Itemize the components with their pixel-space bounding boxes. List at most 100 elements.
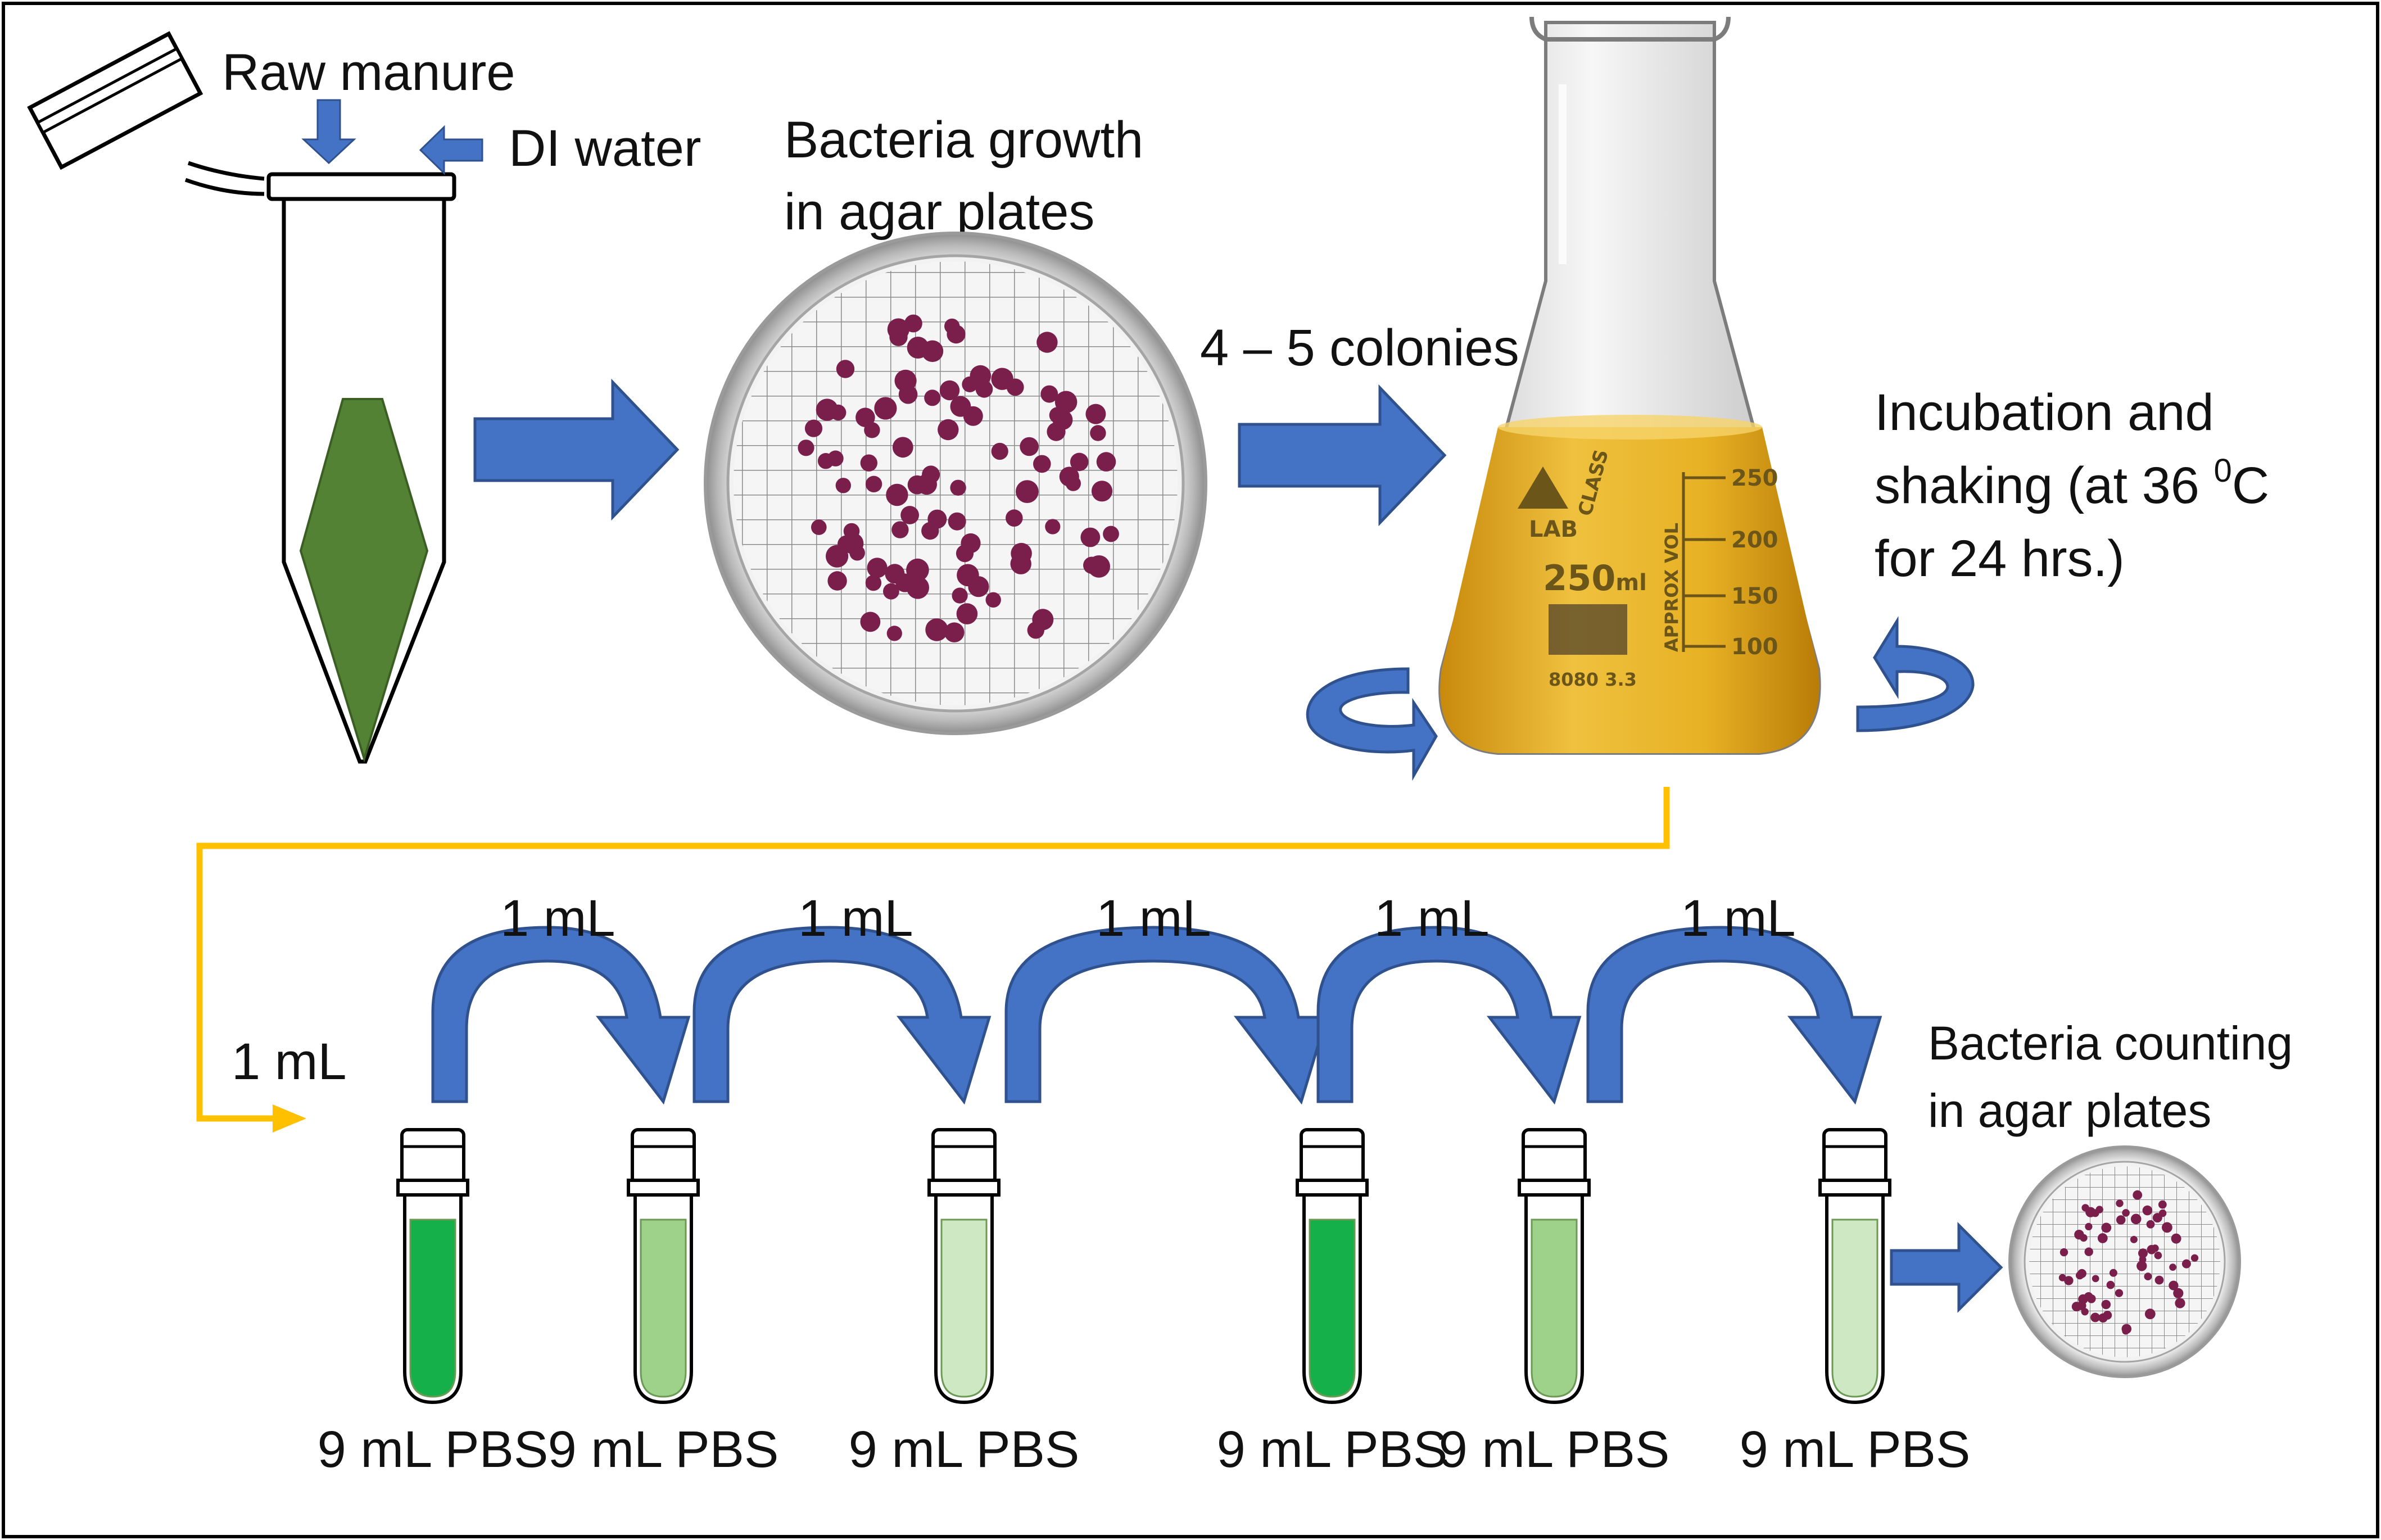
test-tube: 9 mL PBS: [318, 1128, 548, 1478]
colony: [2074, 1230, 2084, 1240]
colony: [891, 521, 909, 538]
transfer-arrow: 1 mL: [1004, 890, 1329, 1105]
colony: [2091, 1209, 2099, 1217]
colony: [892, 437, 913, 458]
colony: [2084, 1247, 2093, 1256]
colony: [991, 368, 1013, 390]
colony: [835, 478, 852, 493]
colony: [855, 407, 875, 427]
colony: [2106, 1280, 2115, 1289]
flask-graduations: 250 200 150 100: [1683, 465, 1778, 660]
colony: [2077, 1269, 2086, 1278]
colony: [1032, 609, 1054, 631]
colony: [1054, 391, 1078, 414]
colony: [2154, 1251, 2162, 1260]
colony: [900, 506, 919, 524]
graduation-label: 250: [1731, 465, 1778, 491]
tube-label: 9 mL PBS: [849, 1421, 1080, 1478]
colony: [2122, 1327, 2130, 1335]
colony: [2130, 1213, 2142, 1225]
colony: [2081, 1308, 2089, 1316]
tube-label: 9 mL PBS: [1217, 1421, 1448, 1478]
plate-to-flask-arrow: [1238, 384, 1447, 527]
colony: [2146, 1220, 2155, 1229]
colony: [1016, 480, 1039, 503]
colony: [2158, 1200, 2167, 1209]
colony: [2169, 1280, 2179, 1290]
colony: [2144, 1272, 2152, 1281]
graduation-label: 100: [1731, 634, 1778, 660]
colony: [804, 419, 823, 437]
colony: [1103, 526, 1119, 542]
colony: [874, 397, 897, 420]
colony: [864, 422, 880, 438]
di-water-arrow: [419, 125, 483, 175]
test-tube: 9 mL PBS: [548, 1128, 778, 1478]
transfer-label: 1 mL: [1096, 890, 1211, 947]
colony: [921, 522, 939, 540]
colony: [898, 385, 918, 404]
colony: [1045, 519, 1061, 535]
colony: [865, 574, 882, 591]
colony: [1085, 404, 1106, 424]
incubation-line3: for 24 hrs.): [1875, 530, 2125, 587]
colony: [956, 603, 978, 624]
colony: [985, 592, 1001, 608]
tube-label: 9 mL PBS: [1740, 1421, 1971, 1478]
pbs-solution: [640, 1219, 687, 1398]
colony: [2154, 1275, 2164, 1285]
colony: [948, 512, 966, 531]
colony: [2101, 1299, 2111, 1310]
colony: [956, 545, 974, 563]
colony: [906, 576, 929, 599]
colony: [950, 479, 966, 496]
colony: [2103, 1311, 2112, 1320]
transfer-arrow: 1 mL: [692, 890, 992, 1105]
colony: [2059, 1248, 2068, 1257]
colony: [883, 583, 899, 600]
transfer-arrow: 1 mL: [1316, 890, 1582, 1105]
growth-label-line1: Bacteria growth: [784, 111, 1143, 169]
counting-label-line1: Bacteria counting: [1928, 1017, 2293, 1070]
colony-group: [798, 314, 1119, 642]
initial-transfer-label: 1 mL: [232, 1033, 347, 1090]
colony: [1070, 452, 1089, 472]
colony: [1006, 509, 1023, 527]
manure-sample: [299, 398, 429, 763]
colony: [843, 523, 860, 540]
colony: [2171, 1233, 2181, 1244]
pbs-solution: [1531, 1219, 1578, 1398]
raw-manure-label: Raw manure: [222, 44, 515, 101]
rotate-arrow-left: [1306, 667, 1438, 781]
colony: [906, 558, 929, 582]
colony: [938, 419, 959, 441]
colony: [944, 318, 960, 334]
colony: [925, 618, 948, 641]
tube-cap: [1522, 1128, 1587, 1185]
growth-label-line2: in agar plates: [784, 183, 1094, 241]
colony: [1036, 332, 1058, 353]
graduation-label: 200: [1731, 527, 1778, 553]
flask-to-dilution-connector: [196, 787, 1670, 1122]
colony: [2085, 1222, 2093, 1230]
colony: [827, 450, 844, 466]
colony: [1011, 542, 1032, 564]
colony: [2097, 1233, 2108, 1243]
colony: [1020, 437, 1039, 456]
graduation-label: 150: [1731, 583, 1778, 609]
incubation-line2: shaking (at 36 0C: [1875, 452, 2269, 514]
colony: [811, 519, 827, 535]
tube-cap: [631, 1128, 696, 1185]
transfer-label: 1 mL: [798, 890, 913, 947]
tube-to-plate-arrow: [473, 378, 680, 521]
colony: [860, 612, 881, 632]
colony: [2116, 1215, 2126, 1225]
colony: [924, 389, 941, 406]
incubation-line1: Incubation and: [1875, 384, 2214, 441]
tube-cap: [931, 1128, 997, 1185]
colony: [827, 571, 847, 591]
colony: [2130, 1235, 2138, 1243]
colony: [1033, 455, 1051, 473]
test-tube: 9 mL PBS: [1439, 1128, 1669, 1478]
colony: [1096, 452, 1116, 472]
